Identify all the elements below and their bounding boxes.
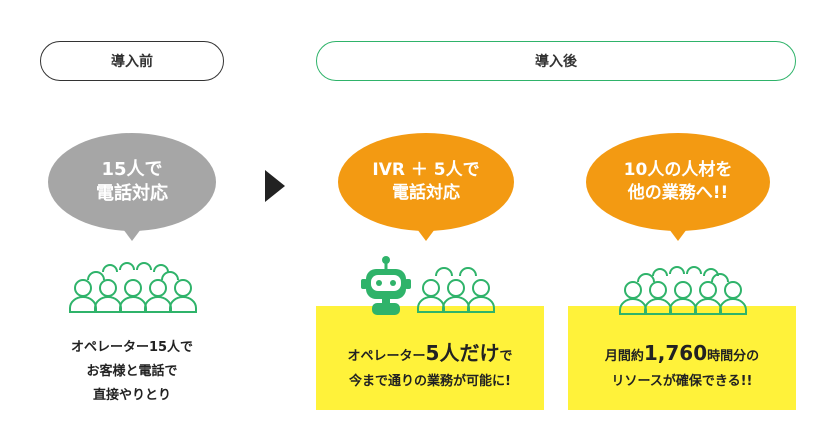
after-right-card-highlight: 1,760 [643, 341, 708, 366]
after-right-bubble-line2: 他の業務へ!! [627, 183, 729, 203]
after-left-card-line2: 今まで通りの業務が可能に! [349, 374, 511, 390]
after-left-bubble: IVR ＋ 5人で 電話対応 [338, 133, 514, 241]
after-right-bubble: 10人の人材を 他の業務へ!! [586, 133, 770, 241]
after-right-card-line1-pre: 月間約 [604, 349, 644, 365]
after-left-card-highlight: 5人だけ [425, 341, 500, 366]
after-right-bubble-line1: 10人の人材を [623, 160, 733, 181]
after-left-card-line1-pre: オペレーター [347, 349, 426, 365]
before-caption-line2: お客様と電話で [86, 364, 178, 380]
after-label-text: 導入後 [535, 54, 577, 70]
after-label: 導入後 [316, 41, 796, 81]
before-bubble-line2: 電話対応 [96, 183, 168, 204]
after-right-card-line1: 月間約1,760時間分の [605, 336, 759, 371]
before-label-text: 導入前 [111, 54, 153, 70]
before-caption-line1: オペレーター15人で [70, 340, 194, 355]
before-label: 導入前 [40, 41, 224, 81]
before-people-group [69, 262, 197, 313]
after-right-card: 月間約1,760時間分の リソースが確保できる!! [568, 306, 796, 410]
before-bubble: 15人で 電話対応 [48, 133, 216, 241]
after-left-card-line1-post: で [499, 349, 513, 365]
before-bubble-line1: 15人で [101, 158, 163, 180]
right-arrow-icon [265, 170, 285, 202]
after-left-people-group [417, 267, 495, 313]
after-left-bubble-line2: 電話対応 [392, 183, 460, 203]
robot-icon [361, 256, 411, 315]
after-left-card: オペレーター5人だけで 今まで通りの業務が可能に! [316, 306, 544, 410]
after-right-card-line1-post: 時間分の [707, 349, 760, 365]
after-right-card-line2: リソースが確保できる!! [611, 374, 753, 390]
after-left-bubble-line1: IVR ＋ 5人で [372, 160, 480, 181]
after-right-people-group [619, 266, 747, 315]
before-caption-line3: 直接やりとり [92, 388, 171, 404]
before-caption: オペレーター15人で お客様と電話で 直接やりとり [40, 336, 224, 408]
after-left-card-line1: オペレーター5人だけで [348, 336, 513, 371]
